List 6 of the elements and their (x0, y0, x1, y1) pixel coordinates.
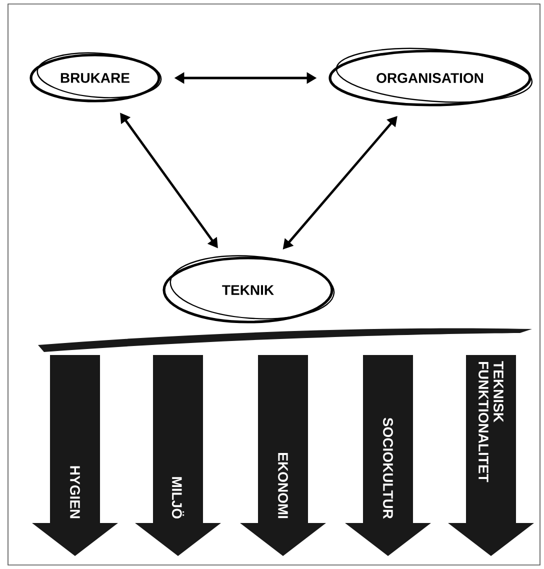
label-column: MILJÖ (135, 355, 221, 556)
label-column: EKONOMI (240, 355, 326, 556)
label-column: SOCIOKULTUR (345, 355, 431, 556)
brush-stroke (38, 328, 532, 352)
label-column: HYGIEN (32, 355, 118, 556)
label-column: TEKNISK FUNKTIONALITET (448, 355, 534, 556)
